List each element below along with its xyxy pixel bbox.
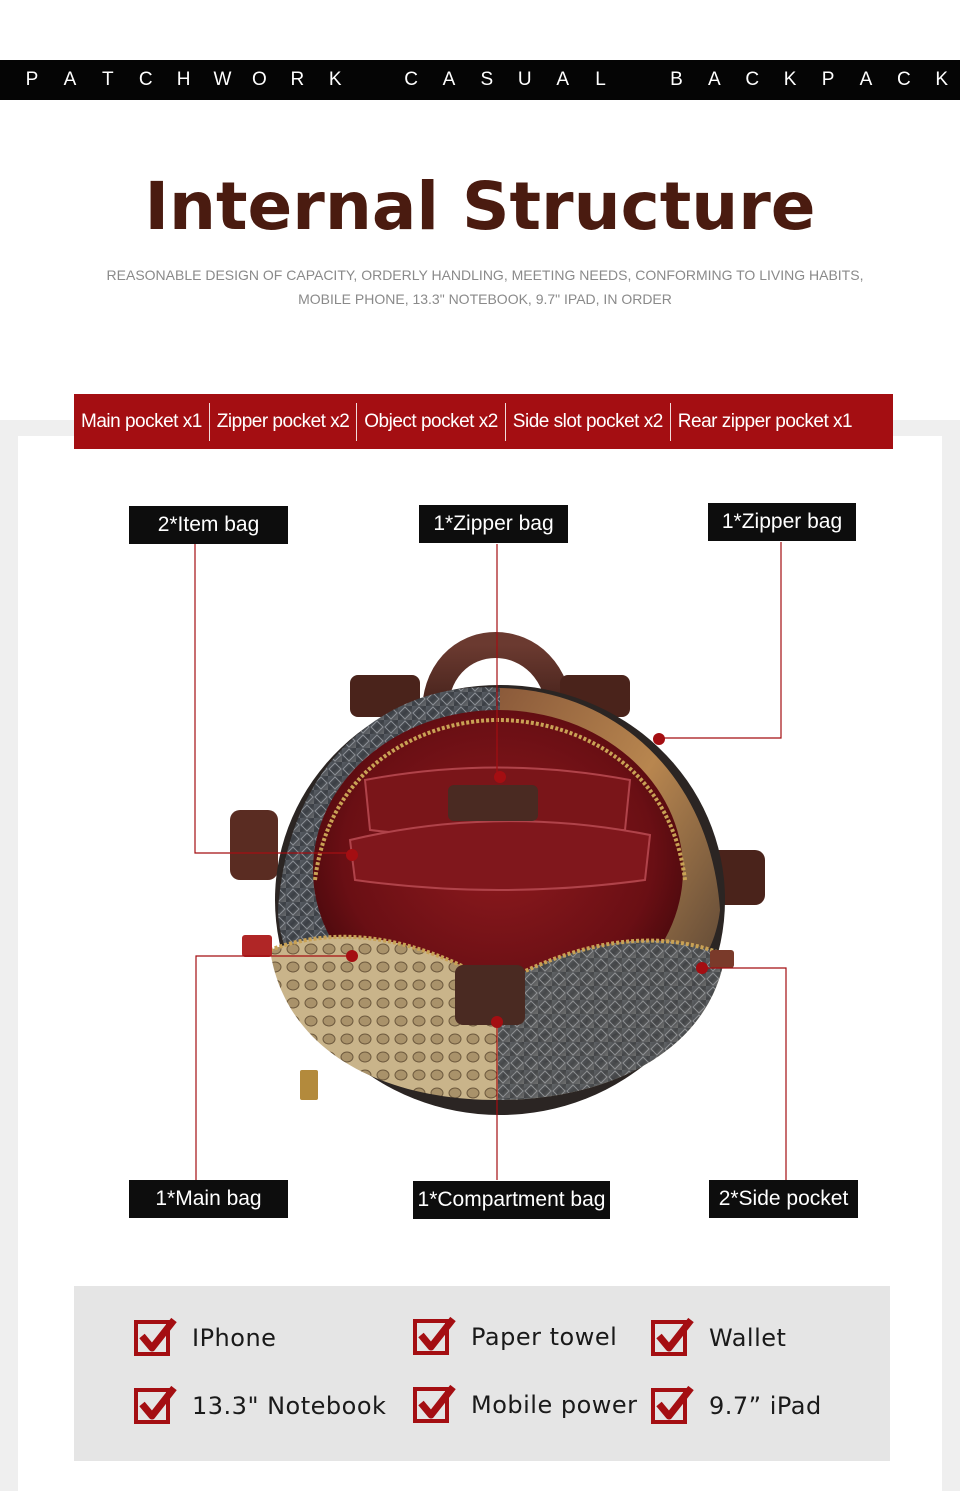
callout-zipper-bag-right: 1*Zipper bag <box>708 503 856 541</box>
callout-zipper-bag-center: 1*Zipper bag <box>419 505 568 543</box>
feature-side-slot-pocket: Side slot pocket x2 <box>512 410 663 432</box>
checklist-label: 9.7” iPad <box>709 1392 822 1420</box>
callout-item-bag: 2*Item bag <box>129 506 288 544</box>
banner-letter: L <box>595 69 606 90</box>
banner-letter: A <box>707 69 721 90</box>
feature-divider <box>208 402 210 441</box>
checklist-label: Wallet <box>709 1324 787 1352</box>
banner-letter: W <box>213 69 232 90</box>
banner-letter: S <box>480 69 494 90</box>
checkbox-checked-icon <box>651 1385 694 1424</box>
callout-main-bag: 1*Main bag <box>129 1180 288 1218</box>
checkbox-checked-icon <box>134 1317 177 1356</box>
pocket-feature-bar: Main pocket x1 Zipper pocket x2 Object p… <box>74 394 893 449</box>
page-title: Internal Structure <box>144 168 816 245</box>
banner-letter: T <box>102 69 114 90</box>
banner-letter: A <box>859 69 873 90</box>
fits-checklist: IPhone Paper towel Wallet 13.3" Notebook… <box>74 1286 890 1461</box>
feature-object-pocket: Object pocket x2 <box>364 410 498 432</box>
callout-side-pocket: 2*Side pocket <box>709 1180 858 1218</box>
banner-letter: C <box>896 69 911 90</box>
checklist-item-wallet: Wallet <box>651 1316 786 1360</box>
checklist-label: IPhone <box>192 1324 277 1352</box>
banner-letter: H <box>176 69 191 90</box>
banner-letter: C <box>138 69 153 90</box>
banner-letter: K <box>328 69 342 90</box>
feature-zipper-pocket: Zipper pocket x2 <box>216 410 350 432</box>
checkbox-checked-icon <box>651 1317 694 1356</box>
banner-letter: P <box>821 69 835 90</box>
banner-letter: A <box>442 69 456 90</box>
checkbox-checked-icon <box>413 1316 456 1355</box>
checkbox-checked-icon <box>134 1385 177 1424</box>
feature-main-pocket: Main pocket x1 <box>81 410 202 432</box>
feature-divider <box>504 402 506 441</box>
checklist-item-mobile-power: Mobile power <box>413 1383 638 1427</box>
banner-letters: P A T C H W O R K C A S U A L B A C K P … <box>24 60 950 100</box>
banner-letter: U <box>517 69 532 90</box>
banner-letter: B <box>670 69 683 90</box>
checklist-label: Paper towel <box>471 1323 618 1351</box>
banner-letter: R <box>290 69 305 90</box>
feature-divider <box>356 402 358 441</box>
feature-divider <box>669 402 671 441</box>
feature-rear-zipper-pocket: Rear zipper pocket x1 <box>677 410 853 432</box>
callout-compartment-bag: 1*Compartment bag <box>413 1181 610 1219</box>
subtitle-line-1: REASONABLE DESIGN OF CAPACITY, ORDERLY H… <box>106 267 864 283</box>
checklist-label: 13.3" Notebook <box>192 1392 387 1420</box>
checklist-label: Mobile power <box>471 1391 638 1419</box>
checkbox-checked-icon <box>413 1384 456 1423</box>
banner-letter: C <box>745 69 760 90</box>
banner-letter: C <box>404 69 418 90</box>
banner-letter: O <box>252 69 267 90</box>
backpack-image <box>230 632 765 1115</box>
subtitle-line-2: MOBILE PHONE, 13.3" NOTEBOOK, 9.7" IPAD,… <box>298 291 672 307</box>
checklist-item-notebook: 13.3" Notebook <box>134 1384 386 1428</box>
banner-letter: P <box>25 69 39 90</box>
top-banner: P A T C H W O R K C A S U A L B A C K P … <box>0 60 960 100</box>
banner-letter: A <box>556 69 570 90</box>
checklist-item-iphone: IPhone <box>134 1316 276 1360</box>
banner-letter: K <box>783 69 797 90</box>
banner-letter: K <box>935 69 949 90</box>
checklist-item-ipad: 9.7” iPad <box>651 1384 822 1428</box>
checklist-item-paper-towel: Paper towel <box>413 1315 617 1359</box>
banner-letter: A <box>63 69 77 90</box>
